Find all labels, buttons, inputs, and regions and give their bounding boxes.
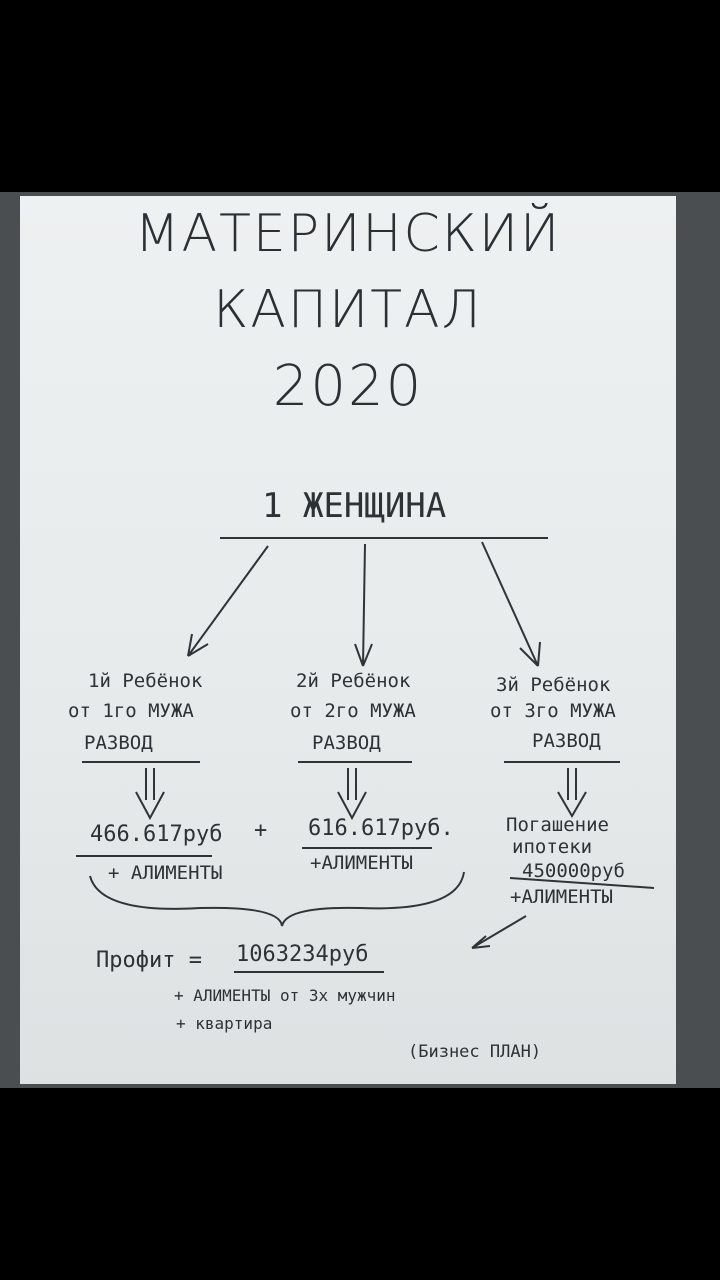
root-node: 1 ЖЕНЩИНА (262, 486, 447, 526)
title-line-1: МАТЕРИНСКИЙ (134, 204, 562, 264)
double-arrow-1 (135, 768, 165, 821)
amount-underline-3 (509, 877, 655, 889)
branch-1-extra: + АЛИМЕНТЫ (108, 862, 223, 884)
branch-3-amount: 450000руб (522, 860, 625, 882)
branch-2-child: 2й Ребёнок (296, 670, 411, 692)
arrow-right (481, 541, 541, 667)
photo: МАТЕРИНСКИЙ КАПИТАЛ 2020 1 ЖЕНЩИНА 1й Ре… (0, 192, 720, 1088)
branch-2-event: РАЗВОД (312, 732, 381, 754)
branch-1-amount: 466.617руб (90, 822, 223, 847)
double-arrow-3 (557, 768, 587, 818)
title-line-3: 2020 (272, 354, 424, 419)
arrow-middle (354, 543, 373, 667)
profit-value: 1063234руб (236, 942, 369, 967)
arrow-to-profit (471, 915, 527, 949)
profit-line-2: + квартира (176, 1014, 273, 1033)
branch-3-amount-label-1: Погашение (506, 814, 609, 836)
title-line-2: КАПИТАЛ (213, 280, 483, 340)
branch-1-husband: от 1го МУЖА (68, 700, 194, 722)
profit-line-1: + АЛИМЕНТЫ от 3х мужчин (174, 986, 396, 1005)
branch-2-amount: 616.617руб. (308, 816, 454, 841)
branch-2-extra: +АЛИМЕНТЫ (310, 852, 413, 874)
diagram-lines (76, 537, 655, 973)
branch-3-husband: от 3го МУЖА (490, 700, 616, 722)
branch-3-child: 3й Ребёнок (496, 674, 611, 696)
arrow-left (187, 545, 269, 657)
paper-sheet: МАТЕРИНСКИЙ КАПИТАЛ 2020 1 ЖЕНЩИНА 1й Ре… (20, 196, 676, 1084)
branch-1-event: РАЗВОД (84, 732, 153, 754)
branch-1-child: 1й Ребёнок (88, 670, 203, 692)
branch-2-husband: от 2го МУЖА (290, 700, 416, 722)
business-plan-note: (Бизнес ПЛАН) (408, 1042, 542, 1062)
sum-brace (89, 871, 465, 927)
double-arrow-2 (337, 768, 367, 821)
branch-3-event: РАЗВОД (532, 730, 601, 752)
branch-3-amount-label-2: ипотеки (512, 836, 593, 858)
branch-3-extra: +АЛИМЕНТЫ (510, 886, 613, 908)
profit-label: Профит = (96, 948, 202, 973)
plus-sign: + (254, 818, 268, 843)
